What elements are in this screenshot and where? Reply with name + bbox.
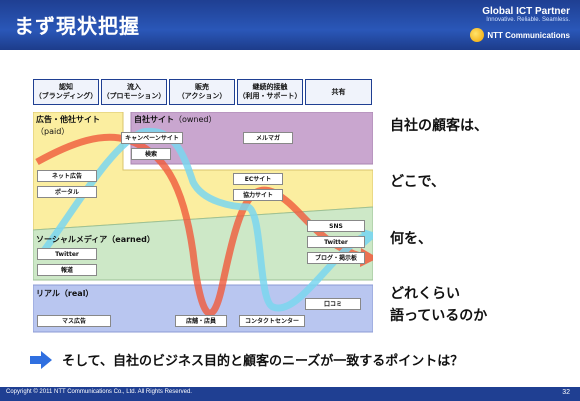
stage-title: 販売 bbox=[195, 83, 209, 91]
chip-mailmag: メルマガ bbox=[243, 132, 293, 144]
question-how-much-line1: どれくらい bbox=[390, 286, 460, 302]
earned-panel bbox=[33, 206, 373, 281]
owned-panel-label: 自社サイト（owned） bbox=[134, 114, 217, 125]
cyan-journey-arrow bbox=[40, 127, 365, 312]
real-panel-label: リアル（real） bbox=[36, 289, 94, 298]
stage-inflow: 流入 （プロモーション） bbox=[101, 79, 167, 105]
ntt-logo-icon bbox=[470, 28, 485, 42]
earned-panel-label: ソーシャルメディア（earned） bbox=[36, 235, 155, 244]
stage-continuous-contact: 継続的接触 （利用・サポート） bbox=[237, 79, 303, 105]
stage-bar: 認知 （ブランディング） 流入 （プロモーション） 販売 （アクション） 継続的… bbox=[33, 79, 372, 105]
slide-title: まず現状把握 bbox=[14, 14, 140, 38]
stage-share: 共有 bbox=[305, 79, 372, 105]
chip-ec-site: ECサイト bbox=[233, 173, 283, 185]
question-where: どこで、 bbox=[390, 174, 446, 190]
stage-title: 流入 bbox=[127, 83, 141, 91]
question-what: 何を、 bbox=[390, 231, 432, 247]
chip-twitter-right: Twitter bbox=[307, 236, 365, 248]
cyan-arrow-head bbox=[360, 228, 373, 246]
stage-title: 認知 bbox=[59, 83, 73, 91]
arrow-right-icon bbox=[30, 350, 52, 369]
stage-subtitle: （アクション） bbox=[177, 92, 227, 100]
owned-label-sub: （owned） bbox=[174, 115, 217, 124]
chip-campaign-site: キャンペーンサイト bbox=[121, 132, 183, 144]
chip-search: 検索 bbox=[131, 148, 171, 160]
paid-label-main: 広告・他社サイト bbox=[36, 115, 100, 124]
brand-name: Global ICT Partner bbox=[482, 6, 570, 17]
ntt-logo: NTT Communications bbox=[470, 28, 570, 42]
chip-report: 報道 bbox=[37, 264, 97, 276]
owned-label-main: 自社サイト bbox=[134, 115, 174, 124]
question-whose-customers: 自社の顧客は、 bbox=[390, 118, 488, 134]
chip-net-ad: ネット広告 bbox=[37, 170, 97, 182]
conclusion-line: そして、自社のビジネス目的と顧客のニーズが一致するポイントは？ bbox=[30, 350, 463, 369]
chip-word-of-mouth: 口コミ bbox=[305, 298, 361, 310]
chip-support-site: 協力サイト bbox=[233, 189, 283, 201]
stage-title: 継続的接触 bbox=[252, 83, 288, 91]
stage-subtitle: （利用・サポート） bbox=[238, 92, 302, 100]
customer-journey-diagram: 広告・他社サイト （paid） 自社サイト（owned） ソーシャルメディア（e… bbox=[33, 112, 373, 337]
stage-title: 共有 bbox=[331, 88, 346, 96]
stage-awareness: 認知 （ブランディング） bbox=[33, 79, 99, 105]
brand-block: Global ICT Partner Innovative. Reliable.… bbox=[470, 6, 570, 42]
copyright-text: Copyright © 2011 NTT Communications Co.,… bbox=[6, 389, 192, 395]
stage-sales: 販売 （アクション） bbox=[169, 79, 235, 105]
chip-store: 店舗・店員 bbox=[175, 315, 227, 327]
brand-tagline: Innovative. Reliable. Seamless. bbox=[486, 17, 570, 23]
ntt-logo-text: NTT Communications bbox=[487, 30, 570, 40]
chip-blog-board: ブログ・掲示板 bbox=[307, 252, 365, 264]
paid-panel-sublabel: （paid） bbox=[36, 127, 70, 136]
chip-portal: ポータル bbox=[37, 186, 97, 198]
slide-footer: Copyright © 2011 NTT Communications Co.,… bbox=[0, 387, 580, 401]
page-number: 32 bbox=[562, 389, 570, 396]
chip-contact-center: コンタクトセンター bbox=[239, 315, 305, 327]
stage-subtitle: （ブランディング） bbox=[34, 92, 98, 100]
paid-panel-label: 広告・他社サイト bbox=[36, 114, 100, 125]
chip-twitter-left: Twitter bbox=[37, 248, 97, 260]
chip-mass-ad: マス広告 bbox=[37, 315, 111, 327]
question-how-much-line2: 語っているのか bbox=[390, 308, 488, 324]
chip-sns: SNS bbox=[307, 220, 365, 232]
slide-header: まず現状把握 Global ICT Partner Innovative. Re… bbox=[0, 0, 580, 50]
stage-subtitle: （プロモーション） bbox=[102, 92, 166, 100]
conclusion-text: そして、自社のビジネス目的と顧客のニーズが一致するポイントは？ bbox=[62, 354, 464, 369]
